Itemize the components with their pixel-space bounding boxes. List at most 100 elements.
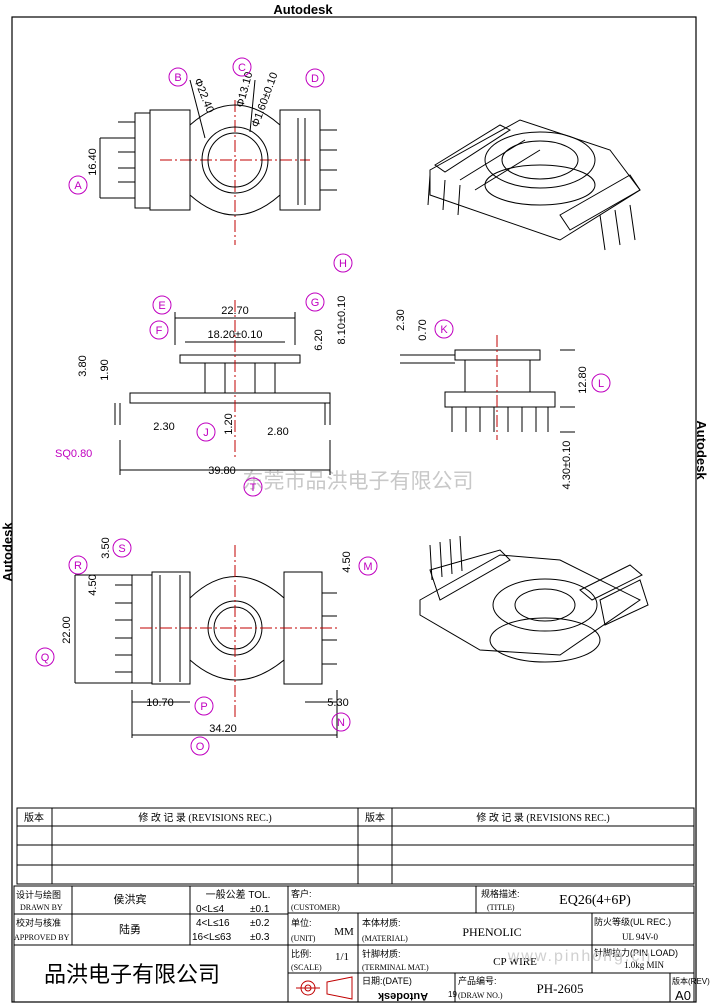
tol-value-2: ±0.2 <box>250 918 270 929</box>
dim-pin: 4.30±0.10 <box>561 441 573 490</box>
dim-B: Φ22.40 <box>191 77 216 115</box>
dim-w1: 2.30 <box>153 421 174 433</box>
dim-N: 5.30 <box>327 697 348 709</box>
title-block-grid <box>13 885 695 1003</box>
watermark-left: Autodesk <box>0 522 15 582</box>
watermark-top: Autodesk <box>273 2 333 17</box>
dim-O: 34.20 <box>209 723 237 735</box>
svg-text:P: P <box>200 701 207 713</box>
material-label-en: (MATERIAL) <box>362 934 408 943</box>
watermark-right: Autodesk <box>694 420 709 480</box>
unit-label-en: (UNIT) <box>291 934 316 943</box>
dim-A: 16.40 <box>87 148 99 176</box>
rev-right-title: 修 改 记 录 (REVISIONS REC.) <box>476 811 609 824</box>
balloon-B: B <box>168 67 188 87</box>
svg-text:S: S <box>118 543 125 555</box>
drawno-value: PH-2605 <box>537 981 584 996</box>
dim-C: Φ13.10 <box>234 71 255 109</box>
svg-text:G: G <box>311 297 320 309</box>
dim-T: 39.80 <box>208 465 236 477</box>
balloon-G: G <box>305 292 325 312</box>
pin-load-value: 1.0kg MIN <box>624 960 664 970</box>
scale-label-cn: 比例: <box>291 948 312 959</box>
balloon-F: F <box>149 320 169 340</box>
unit-value: MM <box>334 926 354 938</box>
dim-L: 12.80 <box>577 366 589 394</box>
tol-value-1: ±0.1 <box>250 904 270 915</box>
dim-E: 22.70 <box>221 305 249 317</box>
svg-text:J: J <box>203 427 209 439</box>
unit-label-cn: 单位: <box>291 917 312 928</box>
balloon-L: L <box>591 373 611 393</box>
drawn-by-label-cn: 设计与绘图 <box>16 889 61 900</box>
svg-text:M: M <box>363 561 372 573</box>
balloon-H: H <box>333 253 353 273</box>
tol-title: 一般公差 TOL. <box>206 888 271 901</box>
dim-w2: 2.80 <box>267 426 288 438</box>
svg-text:A: A <box>74 180 82 192</box>
rev-label: 版本(REV) <box>672 976 710 986</box>
drawn-by-label-en: DRAWN BY <box>20 903 63 912</box>
company-name: 品洪电子有限公司 <box>44 962 220 987</box>
dim-h2: 1.90 <box>99 359 111 380</box>
iso-view-bottom <box>419 535 649 663</box>
customer-label-en: (CUSTOMER) <box>291 903 340 912</box>
terminal-value: CP WIRE <box>493 956 537 968</box>
balloon-Q: Q <box>35 647 55 667</box>
date-value: 19 <box>448 990 457 999</box>
side-view <box>400 349 575 433</box>
svg-text:F: F <box>156 325 163 337</box>
dim-H: 8.10±0.10 <box>336 296 348 345</box>
balloon-A: A <box>68 175 88 195</box>
title-label-en: (TITLE) <box>487 903 515 912</box>
svg-text:O: O <box>196 741 205 753</box>
tol-range-2: 4<L≤16 <box>196 918 230 929</box>
drawno-label-cn: 产品编号: <box>458 975 497 986</box>
approved-label-en: APPROVED BY <box>14 933 70 942</box>
sheet-border <box>11 16 697 1003</box>
customer-label-cn: 客户: <box>291 888 312 899</box>
dim-G: 6.20 <box>313 329 325 350</box>
top-view <box>99 79 337 245</box>
dim-Q: 22.00 <box>61 616 73 644</box>
dim-sq: SQ0.80 <box>55 448 92 460</box>
svg-text:C: C <box>238 62 246 74</box>
front-view <box>114 312 331 475</box>
balloon-M: M <box>358 556 378 576</box>
tol-range-3: 16<L≤63 <box>192 932 232 943</box>
balloon-N: N <box>331 712 351 732</box>
terminal-label-cn: 针脚材质: <box>362 948 401 959</box>
balloon-E: E <box>152 295 172 315</box>
dim-R: 4.50 <box>87 574 99 595</box>
website-watermark: www.pinhong.cn <box>507 948 653 965</box>
dim-K1: 2.30 <box>395 309 407 330</box>
balloon-P: P <box>194 696 214 716</box>
bottom-view <box>74 571 338 738</box>
revisions-table <box>16 807 695 885</box>
rev-left-title: 修 改 记 录 (REVISIONS REC.) <box>138 811 271 824</box>
svg-text:L: L <box>598 378 604 390</box>
dim-S: 3.50 <box>100 537 112 558</box>
svg-text:N: N <box>337 717 345 729</box>
watermark-company: 东莞市品洪电子有限公司 <box>243 470 474 493</box>
dim-M: 4.50 <box>341 551 353 572</box>
balloon-O: O <box>190 736 210 756</box>
dim-D: Φ1.60±0.10 <box>250 71 281 129</box>
material-value: PHENOLIC <box>462 925 521 939</box>
balloon-K: K <box>434 319 454 339</box>
svg-text:E: E <box>158 300 165 312</box>
terminal-label-en: (TERMINAL MAT.) <box>362 963 429 972</box>
balloon-J: J <box>196 422 216 442</box>
svg-text:D: D <box>311 73 319 85</box>
iso-view-top <box>427 119 641 251</box>
dim-F: 18.20±0.10 <box>208 329 263 341</box>
balloon-C: C <box>232 57 252 77</box>
approved-by-value: 陆勇 <box>119 922 141 936</box>
rev-value: A0 <box>675 988 691 1003</box>
pin-load-label: 针脚拉力(PIN LOAD) <box>594 947 678 958</box>
svg-text:K: K <box>440 324 448 336</box>
drawn-by-value: 侯洪宾 <box>114 892 147 906</box>
fire-label: 防火等级(UL REC.) <box>594 916 671 927</box>
scale-value: 1/1 <box>335 951 349 963</box>
